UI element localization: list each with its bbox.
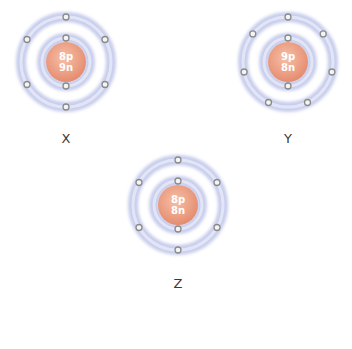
particle-count: 9p bbox=[281, 51, 295, 62]
shell-highlights bbox=[21, 17, 333, 250]
atom-label: Z bbox=[174, 276, 183, 291]
electrons bbox=[24, 14, 335, 253]
nucleus: 8p8n bbox=[158, 185, 198, 225]
particle-count: 8p bbox=[59, 51, 73, 62]
nucleus: 8p9n bbox=[46, 42, 86, 82]
particle-count: 8n bbox=[281, 62, 295, 73]
atom-label: X bbox=[62, 131, 71, 146]
atom-label: Y bbox=[284, 131, 292, 146]
particle-count: 9n bbox=[59, 62, 73, 73]
nucleus: 9p8n bbox=[268, 42, 308, 82]
particle-count: 8n bbox=[171, 205, 185, 216]
electron-shells bbox=[21, 17, 333, 250]
particle-count: 8p bbox=[171, 194, 185, 205]
